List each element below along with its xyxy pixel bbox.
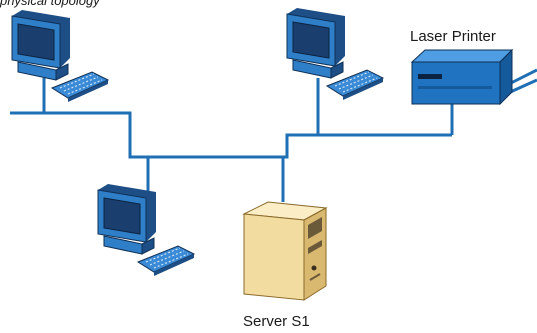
printer-label: Laser Printer (410, 28, 496, 45)
top-caption: physical topology (0, 0, 100, 8)
computer-2 (286, 7, 384, 101)
laser-printer-icon (410, 48, 514, 106)
computer-1 (11, 9, 109, 103)
desktop-computer-icon (11, 9, 109, 103)
cable-left-segment (10, 111, 452, 159)
tower-server-icon (242, 201, 328, 301)
desktop-computer-icon (286, 7, 384, 101)
server-label: Server S1 (243, 313, 310, 330)
computer-3 (97, 183, 195, 277)
desktop-computer-icon (97, 183, 195, 277)
